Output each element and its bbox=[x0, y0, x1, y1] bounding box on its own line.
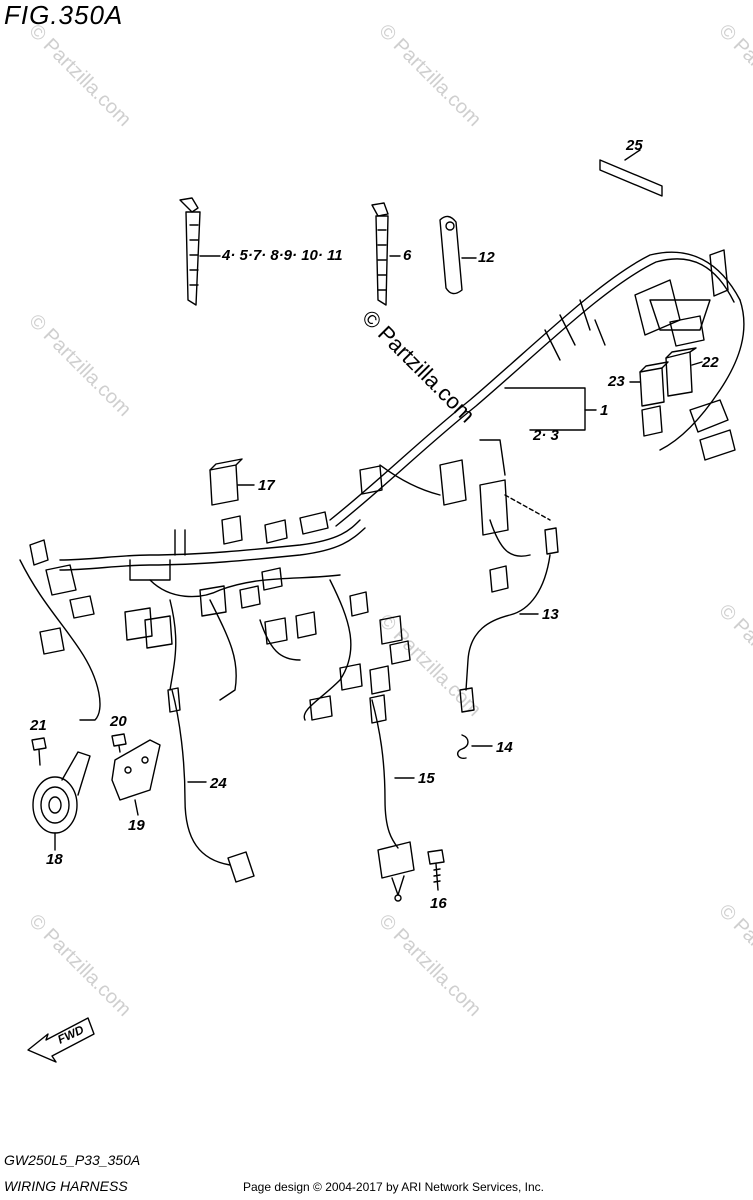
part-16-screw bbox=[427, 849, 445, 891]
callout-12: 12 bbox=[478, 249, 495, 266]
fwd-arrow-icon: FWD bbox=[27, 1017, 95, 1063]
figure-title: FIG.350A bbox=[4, 0, 124, 30]
part-18-horn bbox=[32, 751, 91, 851]
callout-1-leader bbox=[504, 387, 597, 431]
part-21-bolt bbox=[31, 737, 47, 766]
footer-copyright: Page design © 2004-2017 by ARI Network S… bbox=[243, 1180, 545, 1194]
callout-25: 25 bbox=[626, 137, 643, 154]
part-13-sensor-lead bbox=[459, 554, 551, 713]
part-15-switch bbox=[369, 694, 415, 902]
callout-17: 17 bbox=[258, 477, 275, 494]
callout-22: 22 bbox=[702, 354, 719, 371]
part-20-bolt bbox=[111, 733, 127, 753]
callout-24: 24 bbox=[210, 775, 227, 792]
figure-name: WIRING HARNESS bbox=[4, 1178, 128, 1194]
callout-20: 20 bbox=[110, 713, 127, 730]
part-6-clamp bbox=[371, 202, 401, 306]
callout-4-11: 4· 5·7· 8·9· 10· 11 bbox=[222, 247, 343, 264]
part-22-relay bbox=[665, 347, 703, 397]
callout-18: 18 bbox=[46, 851, 63, 868]
part-24-lead bbox=[167, 687, 255, 883]
callout-23: 23 bbox=[608, 373, 625, 390]
part-19-bracket bbox=[111, 739, 161, 816]
part-17-relay bbox=[209, 458, 255, 506]
callout-19: 19 bbox=[128, 817, 145, 834]
body-harness bbox=[19, 439, 559, 721]
callout-6: 6 bbox=[403, 247, 412, 264]
part-14-clip bbox=[456, 734, 493, 760]
part-25-tape bbox=[599, 149, 663, 197]
callout-1: 1 bbox=[600, 402, 609, 419]
main-harness bbox=[329, 249, 745, 527]
callout-14: 14 bbox=[496, 739, 513, 756]
callout-13: 13 bbox=[542, 606, 559, 623]
part-23-relay bbox=[629, 361, 669, 437]
callout-21: 21 bbox=[30, 717, 47, 734]
part-12-clamp bbox=[439, 215, 477, 295]
part-4-11-clamp bbox=[179, 197, 221, 306]
callout-2-3: 2· 3 bbox=[533, 427, 559, 444]
callout-16: 16 bbox=[430, 895, 447, 912]
callout-15: 15 bbox=[418, 770, 435, 787]
figure-code: GW250L5_P33_350A bbox=[4, 1152, 141, 1168]
